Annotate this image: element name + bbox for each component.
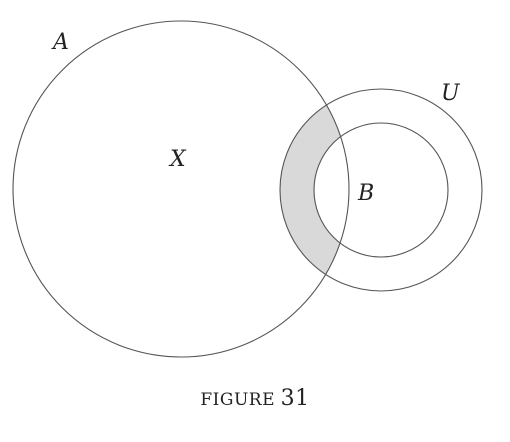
caption-word: Figure xyxy=(200,390,276,410)
figure-caption: Figure 31 xyxy=(0,386,510,411)
label-a: A xyxy=(51,30,69,55)
caption-number: 31 xyxy=(280,386,310,411)
label-b: B xyxy=(357,181,374,206)
label-u: U xyxy=(441,81,461,106)
circle-b xyxy=(313,122,449,258)
label-x: X xyxy=(168,147,187,172)
circle-u xyxy=(279,88,483,292)
circle-a xyxy=(12,20,350,358)
